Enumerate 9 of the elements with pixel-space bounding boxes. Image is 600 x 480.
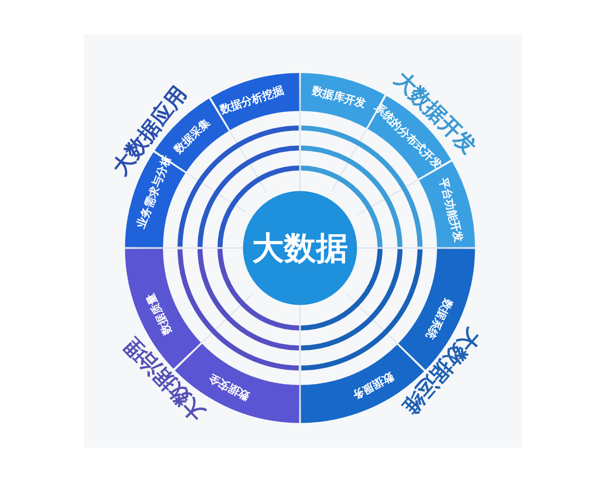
segment-label: 数据采集 — [172, 116, 212, 156]
segment-label: 数据系统 — [424, 296, 454, 341]
segment-label: 数据分析挖掘 — [218, 84, 285, 116]
segment-label: 数据质量 — [144, 292, 173, 336]
segment-label: 数据服务 — [351, 370, 396, 401]
segment-label: 平台功能开发 — [438, 176, 465, 244]
segment-label: 数据库开发 — [311, 84, 368, 110]
center-label: 大数据 — [252, 232, 348, 264]
segment-label: 数据安全 — [207, 372, 252, 402]
